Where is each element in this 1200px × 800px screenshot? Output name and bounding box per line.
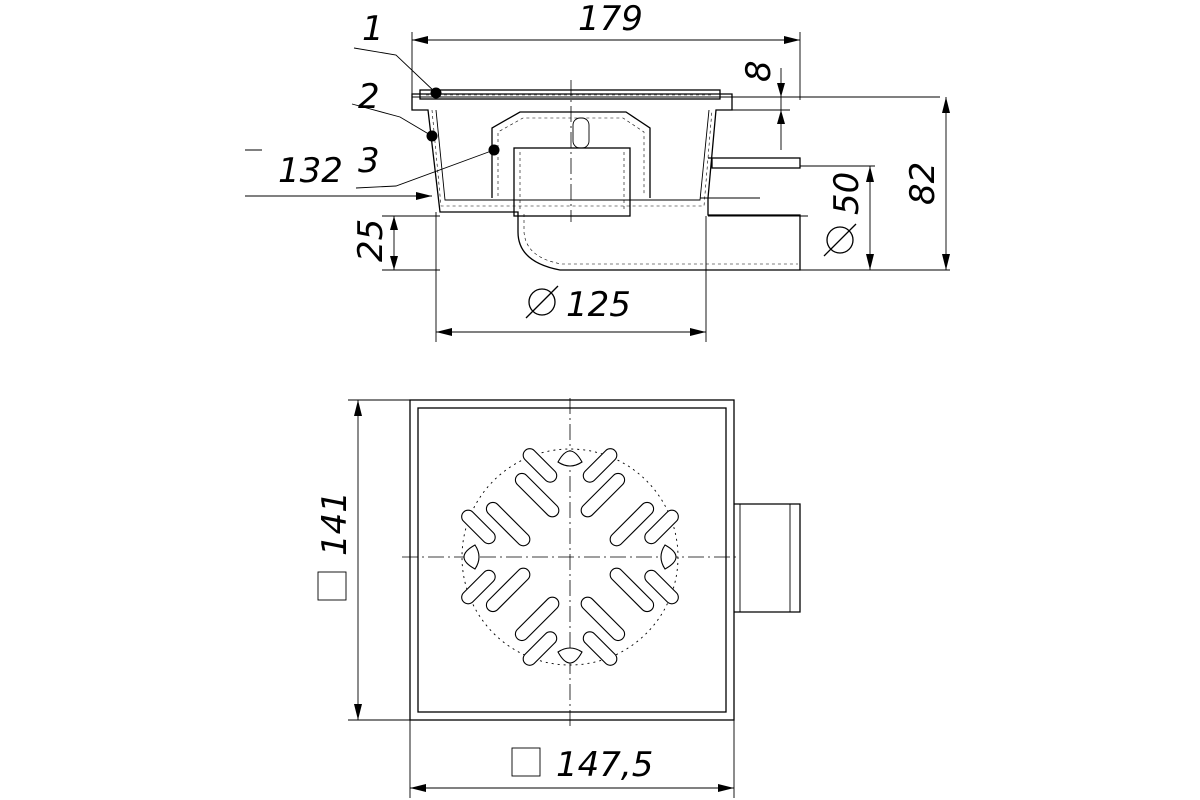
grate-slot bbox=[461, 569, 496, 605]
outlet-hatch bbox=[523, 214, 798, 265]
callout-label-3: 3 bbox=[358, 141, 380, 181]
dimensions-side-view: 179 8 82 50 125 25 bbox=[245, 0, 950, 342]
grate-slot bbox=[485, 501, 531, 547]
plan-side-outlet bbox=[734, 503, 801, 613]
grate-slot bbox=[522, 448, 558, 483]
trap-float bbox=[572, 117, 590, 149]
dim-82-label: 82 bbox=[903, 162, 943, 205]
grate-teardrop-right bbox=[660, 544, 677, 570]
dim-147-5-label: 147,5 bbox=[556, 745, 653, 785]
dim-125-label: 125 bbox=[566, 285, 631, 325]
grate-slot bbox=[644, 509, 679, 545]
dim-141-label: 141 bbox=[315, 491, 355, 556]
diameter-symbol-50 bbox=[823, 223, 857, 257]
dim-25-label: 25 bbox=[351, 219, 391, 262]
drain-body-outline bbox=[411, 93, 801, 271]
grate-slot bbox=[609, 501, 655, 547]
side-view-section bbox=[411, 80, 950, 271]
grate-slot bbox=[609, 567, 655, 613]
grate-slot bbox=[644, 569, 679, 605]
grate-plate bbox=[419, 89, 721, 100]
odour-trap-hatch bbox=[497, 117, 645, 196]
grate-slot bbox=[580, 596, 626, 642]
grate-slot bbox=[514, 472, 560, 518]
dimensions-plan-view: 141 147,5 bbox=[315, 399, 735, 798]
grate-teardrop-top bbox=[557, 450, 583, 467]
grate-slot bbox=[514, 596, 560, 642]
drain-body-hatch bbox=[431, 109, 713, 207]
grate-slot bbox=[580, 472, 626, 518]
dim-8-label: 8 bbox=[739, 60, 779, 82]
plan-outer-frame bbox=[409, 399, 735, 721]
grate-teardrops bbox=[463, 450, 677, 664]
grate-slot bbox=[522, 631, 558, 666]
drain-body-inner-wall bbox=[435, 109, 710, 201]
dim-50-label: 50 bbox=[827, 172, 867, 215]
plan-view bbox=[402, 398, 801, 730]
dim-179-label: 179 bbox=[578, 0, 643, 39]
odour-trap-bell bbox=[491, 111, 651, 198]
callout-leader-2 bbox=[351, 103, 433, 137]
grate-circle bbox=[461, 448, 679, 666]
callout-leader-1 bbox=[353, 47, 437, 94]
diameter-symbol-125 bbox=[525, 285, 559, 319]
grate-slot bbox=[485, 567, 531, 613]
grate-slot bbox=[582, 448, 618, 483]
square-symbol-147-5 bbox=[511, 747, 541, 777]
grate-slot bbox=[582, 631, 618, 666]
callouts: 1 2 3 bbox=[351, 9, 500, 189]
callout-label-2: 2 bbox=[358, 77, 380, 117]
grate-slot bbox=[461, 509, 496, 545]
plan-inner-frame bbox=[417, 407, 727, 713]
grate-teardrop-bottom bbox=[557, 647, 583, 664]
callout-label-1: 1 bbox=[362, 9, 384, 49]
callout-leader-3 bbox=[355, 149, 495, 189]
square-symbol-141 bbox=[317, 571, 347, 601]
dim-132-label: 132 bbox=[278, 151, 343, 191]
grate-teardrop-left bbox=[463, 544, 480, 570]
side-outlet-top bbox=[711, 157, 801, 169]
grate-slots bbox=[461, 448, 679, 666]
inner-sleeve bbox=[513, 147, 631, 217]
